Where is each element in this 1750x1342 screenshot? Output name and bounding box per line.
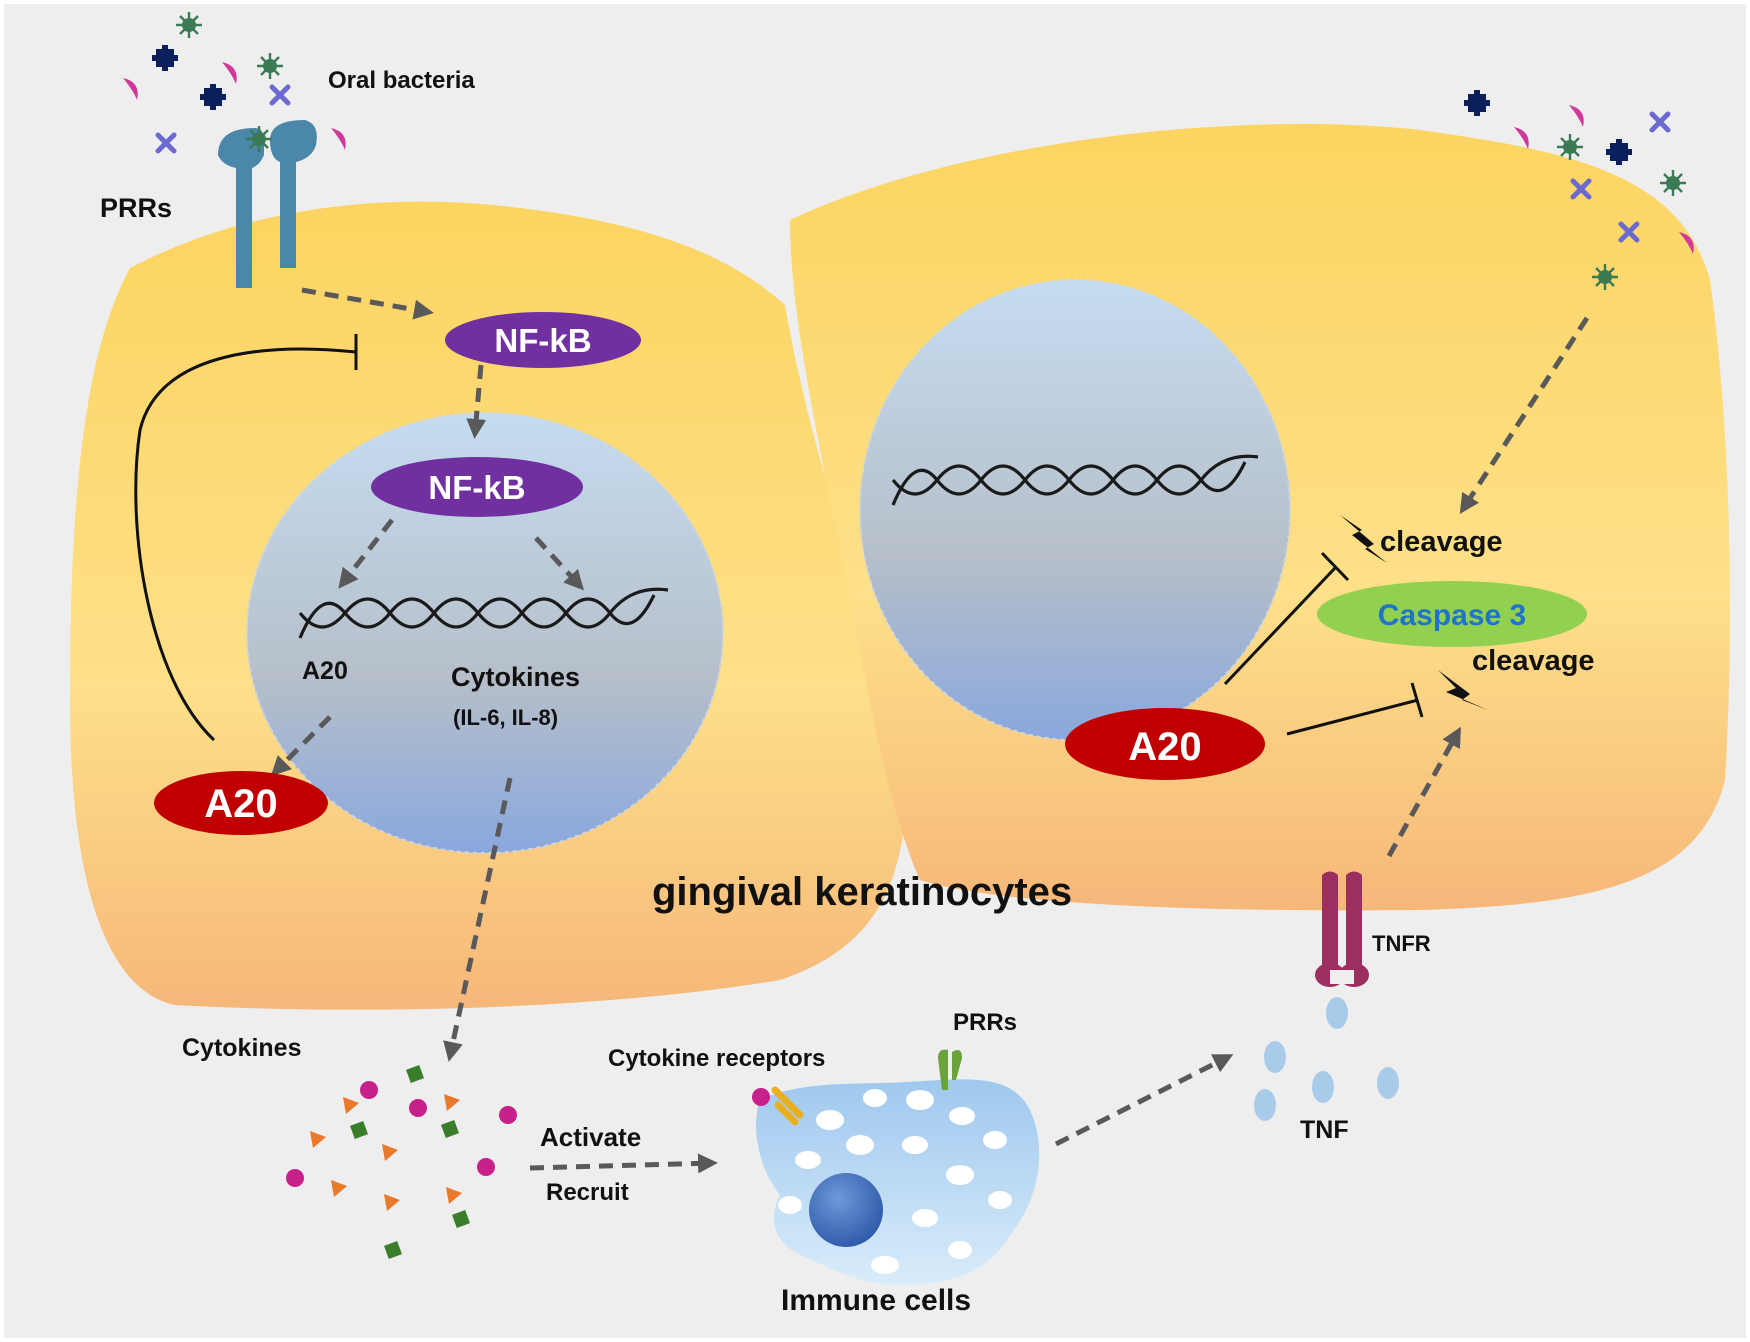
prrs-label: PRRs: [100, 193, 172, 223]
recruit-label: Recruit: [546, 1179, 629, 1206]
activate-label: Activate: [540, 1122, 641, 1152]
left-dna-helix: [298, 587, 669, 639]
immune-prr-receptor: [938, 1049, 962, 1090]
cytokines-examples-label: (IL-6, IL-8): [453, 705, 558, 730]
nfkb-nucleus-ellipse: [371, 457, 583, 517]
tnfr-base: [1330, 970, 1354, 984]
nfkb-cytoplasm-label: NF-kB: [494, 322, 591, 359]
tnfr-label: TNFR: [1372, 931, 1431, 956]
prrs-immune-label: PRRs: [953, 1009, 1017, 1036]
cleavage-top-label: cleavage: [1380, 526, 1503, 558]
immune-cell: [756, 1079, 1040, 1285]
signaling-arrows: [270, 287, 1590, 1174]
arrow-immune-to-tnf: [1054, 1054, 1234, 1147]
cytokines-released-label: Cytokines: [182, 1034, 301, 1062]
arrow-a20-gene-to-protein: [270, 715, 332, 777]
caspase3-label: Caspase 3: [1378, 599, 1526, 632]
tnf-label: TNF: [1300, 1116, 1349, 1144]
arrow-nfkb-to-a20-gene: [338, 518, 394, 589]
cytokine-particles: [286, 1065, 517, 1259]
cleavage-bottom-label: cleavage: [1472, 645, 1595, 677]
a20-right-label: A20: [1128, 725, 1201, 769]
arrow-bacteria-to-cleavage: [1459, 316, 1590, 515]
right-dna-helix: [891, 454, 1259, 506]
arrow-cytokines-to-immune: [529, 1153, 718, 1174]
lightning-bolt-icon: [1340, 515, 1387, 563]
right-nucleus: [859, 279, 1291, 741]
immune-cells-label: Immune cells: [781, 1284, 971, 1317]
a20-gene-label: A20: [302, 657, 348, 685]
cytokine-receptor: [752, 1086, 804, 1126]
a20-right-ellipse: [1065, 708, 1265, 780]
gingival-keratinocytes-label: gingival keratinocytes: [652, 870, 1072, 914]
a20-left-label: A20: [204, 782, 277, 826]
prr-receptor: [218, 120, 317, 288]
oral-bacteria-label: Oral bacteria: [328, 67, 475, 94]
a20-inhibits-cleavage: [1223, 551, 1424, 736]
left-nucleus: [246, 412, 724, 854]
arrow-nfkb-to-nucleus: [466, 364, 487, 439]
cytokine-receptors-label: Cytokine receptors: [608, 1045, 825, 1072]
a20-feedback-inhibition: [134, 334, 358, 742]
caspase3-ellipse: [1317, 581, 1587, 647]
tnf-molecules: [1254, 997, 1399, 1121]
a20-left-ellipse: [154, 771, 328, 835]
nfkb-cytoplasm-ellipse: [445, 312, 641, 368]
lightning-bolt-icon: [1438, 670, 1488, 710]
nfkb-nucleus-label: NF-kB: [428, 469, 525, 506]
arrow-cytokines-release: [443, 777, 513, 1062]
arrow-tnfr-to-cleavage: [1386, 726, 1461, 858]
arrow-nfkb-to-cytokine-gene: [534, 536, 585, 591]
cytokines-gene-label: Cytokines: [451, 662, 580, 692]
